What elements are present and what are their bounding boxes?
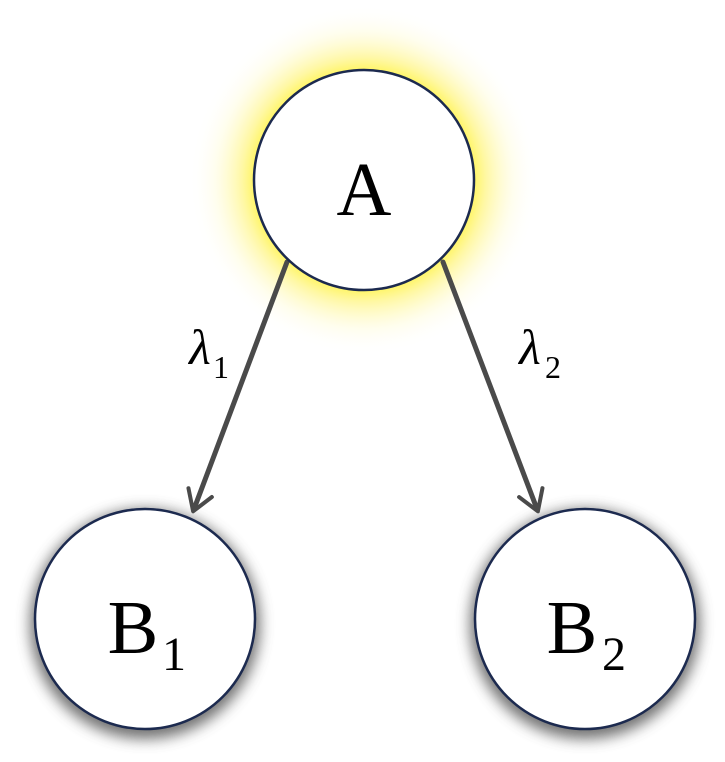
node-b2-circle	[473, 507, 697, 731]
node-b2-label: B	[547, 586, 598, 670]
node-b1: B 1	[33, 507, 257, 731]
edge-a-b1-label: λ 1	[187, 319, 229, 385]
edge-a-b1-symbol: λ	[187, 319, 211, 375]
edge-a-b1-subscript: 1	[213, 349, 229, 385]
edge-a-b2	[440, 259, 545, 514]
edge-a-b2-subscript: 2	[545, 349, 561, 385]
node-b2-subscript: 2	[602, 628, 626, 681]
node-a: A	[252, 68, 476, 292]
node-b2: B 2	[473, 507, 697, 731]
node-a-label: A	[337, 148, 392, 232]
node-b1-label: B	[108, 586, 159, 670]
edge-a-b2-label: λ 2	[517, 319, 561, 385]
edge-a-b1	[186, 259, 290, 514]
node-b1-subscript: 1	[162, 628, 186, 681]
edge-a-b2-symbol: λ	[517, 319, 541, 375]
node-a-circle	[252, 68, 476, 292]
node-b1-circle	[33, 507, 257, 731]
